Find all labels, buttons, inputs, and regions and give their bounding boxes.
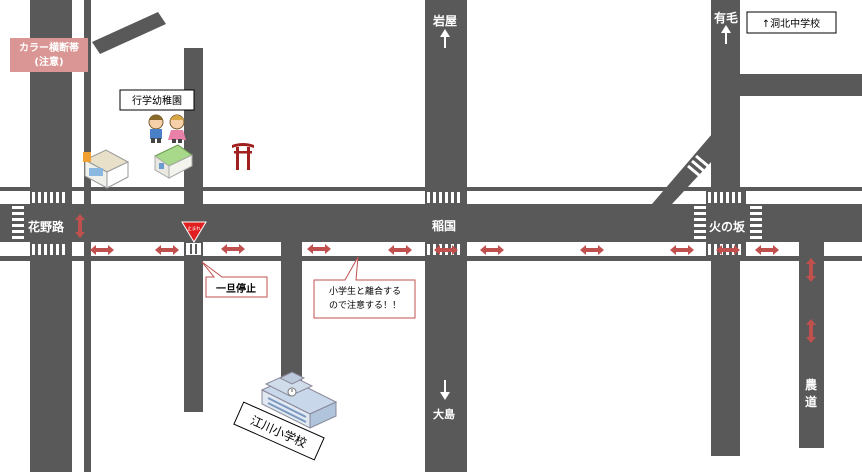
school-building-icon [260,371,338,429]
arrow-route [580,245,604,255]
road-label-nodo-1: 農 [805,377,818,392]
road-label-inaguni: 稲国 [432,218,456,233]
egawa-school-label-box: 江川小学校 [233,401,325,461]
arrow-down-icon [440,380,450,400]
direction-ojima: 大島 [433,407,455,421]
direction-arige: 有毛 [714,10,738,25]
road-diagonal-hinosaka [652,134,726,204]
shrine-gate-icon [232,143,254,170]
arrow-up-icon [721,25,731,44]
road-diagonal-upper-left [92,12,166,54]
direction-iwaya: 岩屋 [432,13,457,28]
kindergarten-label-box: 行学幼稚園 [119,89,195,111]
color-crosswalk-text-1: カラー横断帯 [19,41,79,54]
arrow-route [90,245,114,255]
arrow-up-icon [440,29,450,48]
arrow-route [307,244,331,254]
kindergarten-building-icon [154,144,193,179]
caution-callout: 小学生と離合する ので注意する！！ [313,256,416,319]
children-icon [148,114,186,143]
arrow-route [480,245,504,255]
convenience-store-icon [83,149,130,189]
caution-callout-text-1: 小学生と離合する [329,285,401,297]
arrow-route [388,245,412,255]
road-school [281,242,302,382]
color-crosswalk-text-2: (注意) [34,55,63,68]
arrow-route [755,245,779,255]
dohoku-school-label: ↑洞北中学校 [762,17,820,30]
arrow-route [670,245,694,255]
color-crosswalk-note: カラー横断帯 (注意) [10,38,88,72]
stop-sign-icon: 止まれ [181,221,207,243]
crosswalk-hananoji-top [30,191,72,204]
kindergarten-label: 行学幼稚園 [132,94,182,107]
crosswalk-hinosaka-right [750,206,762,239]
crosswalk-hananoji-bottom [30,242,72,256]
road-right-branch [740,74,862,96]
road-label-hinosaka: 火の坂 [709,219,746,234]
arrow-route [155,245,179,255]
crosswalk-hananoji-left [12,206,24,239]
arrow-route [221,244,245,254]
caution-callout-text-2: ので注意する！！ [329,299,401,311]
crosswalk-diagonal [687,154,709,178]
stop-sign-text: 止まれ [187,225,201,232]
road-iwaya-ojima [425,0,467,472]
road-label-nodo-2: 道 [805,394,817,409]
stop-callout-text: 一旦停止 [216,282,256,295]
dohoku-school-box: ↑洞北中学校 [746,11,837,34]
crosswalk-hinosaka-left [694,206,706,239]
stop-line-marks [186,243,201,255]
road-label-hananoji: 花野路 [28,219,65,234]
stop-callout: 一旦停止 [201,261,268,298]
crosswalk-hinosaka-top [706,191,746,204]
road-arige [711,0,740,456]
crosswalk-inaguni-top [425,191,467,204]
